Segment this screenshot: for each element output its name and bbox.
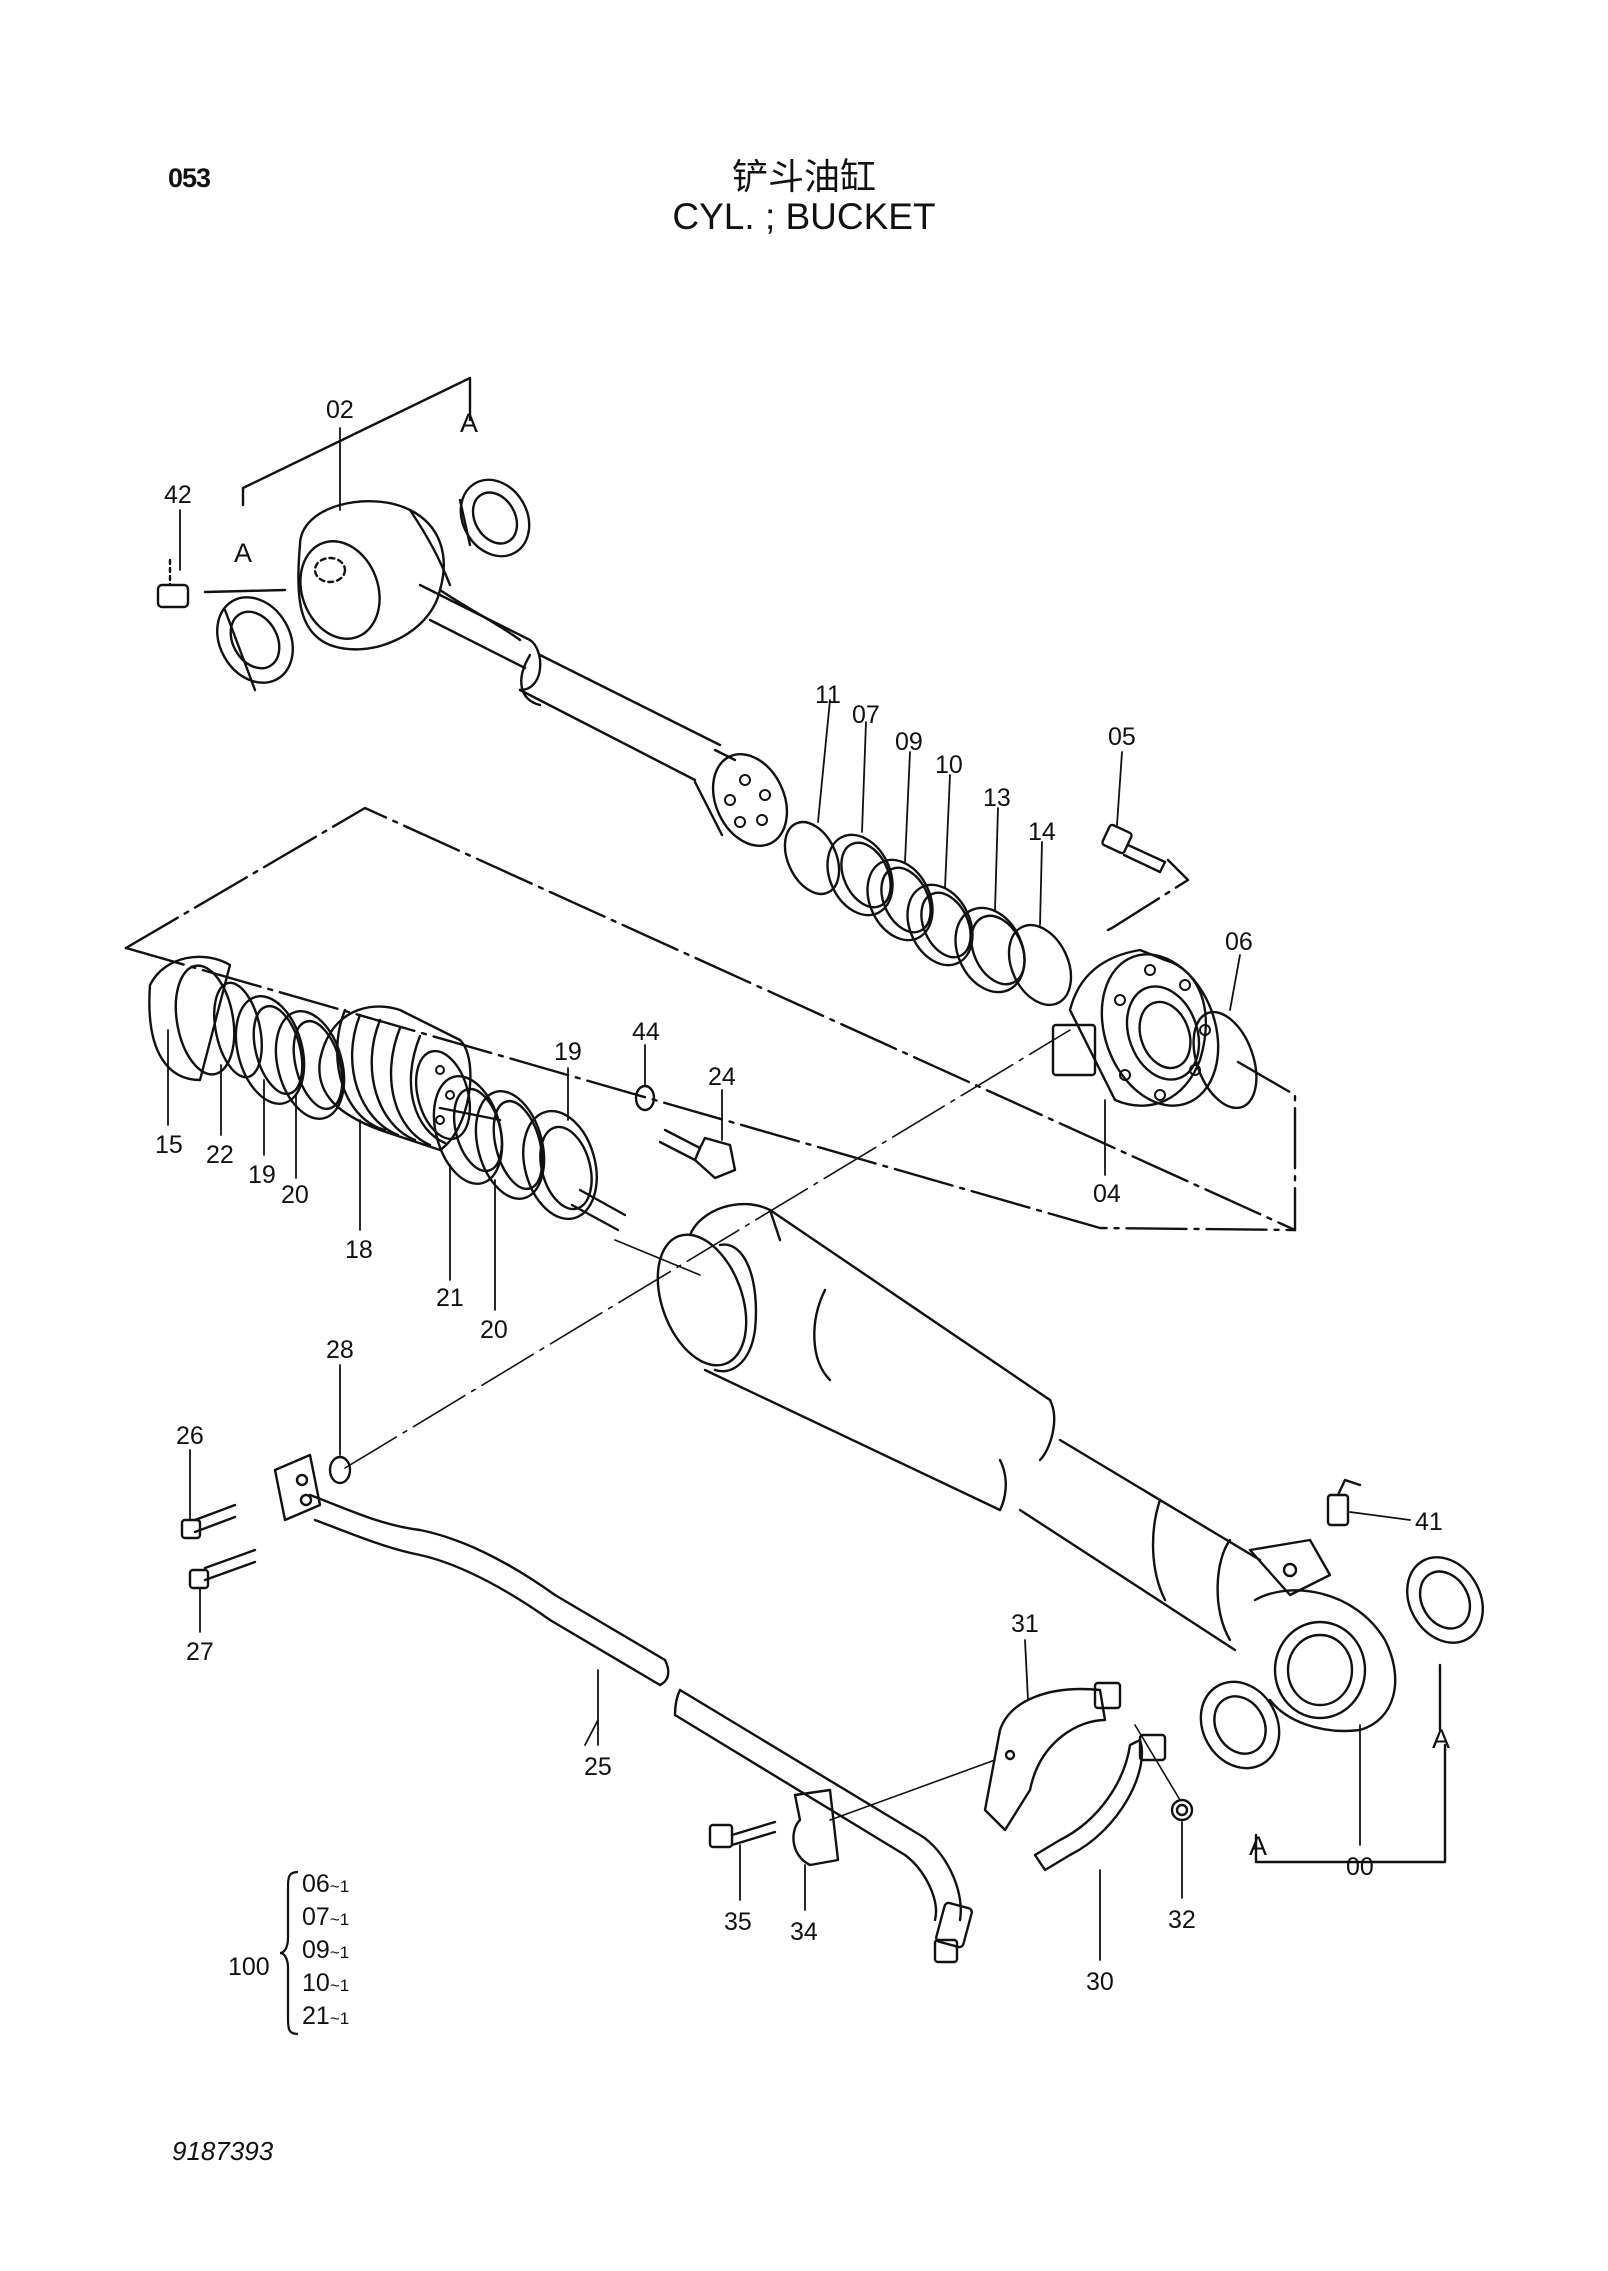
seal-07 [826,833,894,917]
callout-25: 25 [584,1753,612,1781]
callout-21: 21 [436,1284,464,1312]
callout-27: 27 [186,1638,214,1666]
subassembly-boundary-box [124,806,1297,1232]
cylinder-head-04 [1051,948,1220,1107]
title-chinese: 铲斗油缸 [731,157,876,198]
callout-09: 09 [895,728,923,756]
seal-kit-item: 07~1 [302,1903,350,1931]
callout-41: 41 [1415,1508,1443,1536]
callout-02: 02 [326,396,354,424]
leader-lines [167,427,1411,1961]
callout-42: 42 [164,481,192,509]
callout-13: 13 [983,784,1011,812]
o-ring-28 [328,1455,352,1485]
o-ring-06 [1192,1010,1258,1110]
seal-kit-list: 06~1 07~1 09~1 10~1 21~1 [302,1868,349,2033]
ring-19-left [234,995,306,1105]
ring-20-left [274,1010,346,1120]
callout-30: 30 [1086,1968,1114,1996]
ring-19-right [522,1109,627,1232]
callout-24: 24 [708,1063,736,1091]
bolt-35 [708,1820,777,1849]
ref-mark-a-4: A [1249,1831,1267,1861]
page-code: 053 [168,163,211,193]
seal-kit-item: 21~1 [302,2002,350,2030]
bushing-lower [203,588,294,692]
bushing-upper [458,478,531,558]
snap-ring-14 [1007,923,1073,1007]
assembly-center-line [344,1029,1071,1469]
callout-31: 31 [1011,1610,1039,1638]
callout-28: 28 [326,1336,354,1364]
seal-kit-label: 100 [228,1953,270,1981]
callout-10: 10 [935,751,963,779]
cylinder-tube [656,1202,1332,1652]
snap-ring-11 [783,820,841,896]
brace-icon [279,1870,299,2036]
callout-06: 06 [1225,928,1253,956]
callout-14: 14 [1028,818,1056,846]
callout-15: 15 [155,1131,183,1159]
callout-34: 34 [790,1918,818,1946]
callout-20-left: 20 [281,1181,309,1209]
callout-26: 26 [176,1422,204,1450]
seal-kit-item: 09~1 [302,1936,350,1964]
callout-07: 07 [852,701,880,729]
callout-44: 44 [632,1018,660,1046]
callout-04: 04 [1093,1180,1121,1208]
bushing-13 [954,906,1026,994]
seal-09 [866,858,934,942]
callout-35: 35 [724,1908,752,1936]
clamp-31 [983,1681,1122,1832]
ring-22 [213,981,263,1079]
bushing-base-lower [1199,1680,1281,1770]
elbow-fitting-41 [1326,1478,1362,1527]
callout-19-left: 19 [248,1161,276,1189]
piston-rod [297,499,789,848]
bolt-32 [1170,1798,1194,1822]
bushing-15 [148,955,236,1082]
reference-bracket-top [241,376,472,507]
callout-20-right: 20 [480,1316,508,1344]
seal-10 [906,883,974,967]
callout-32: 32 [1168,1906,1196,1934]
washer-44 [634,1084,656,1112]
drawing-number: 9187393 [172,2136,274,2166]
title-english: CYL. ; BUCKET [672,196,936,237]
grease-nipple-42 [156,558,190,609]
callout-22: 22 [206,1141,234,1169]
bushing-base-upper [1406,1556,1484,1644]
ref-mark-a-2: A [234,538,252,568]
callout-11: 11 [815,681,841,709]
callout-19-right: 19 [554,1038,582,1066]
callout-00: 00 [1346,1853,1374,1881]
callout-05: 05 [1108,723,1136,751]
pipe-flange [273,1453,322,1522]
bolt-05 [1101,823,1167,874]
nut-24 [658,1128,737,1180]
pipe-25 [308,1493,974,1964]
seal-kit-item: 06~1 [302,1870,350,1898]
clip-34 [792,1788,840,1867]
ring-20-right [474,1090,546,1200]
cylinder-base-eye-00 [1253,1589,1397,1733]
seal-kit-item: 10~1 [302,1969,350,1997]
wear-ring-21 [432,1075,504,1185]
bolt-27 [188,1548,257,1590]
ref-mark-a-1: A [460,408,478,438]
clamp-30 [1033,1733,1167,1872]
ref-mark-a-3: A [1432,1724,1450,1754]
callout-18: 18 [345,1236,373,1264]
bolt-26 [180,1503,237,1540]
reference-bracket-bottom [1254,1663,1447,1864]
